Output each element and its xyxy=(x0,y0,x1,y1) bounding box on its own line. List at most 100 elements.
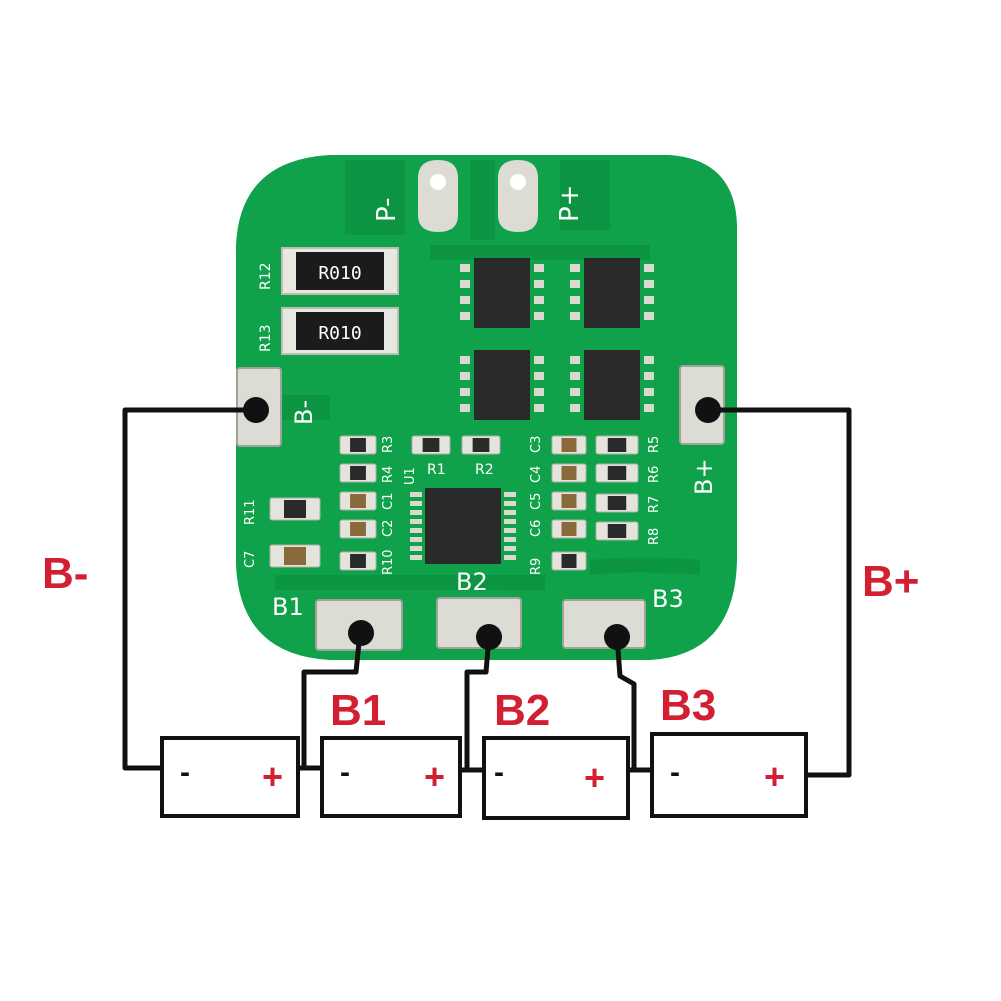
smd-body xyxy=(350,554,366,568)
mosfet-pin xyxy=(460,388,470,396)
mosfet-body xyxy=(474,350,530,420)
mosfet-pin xyxy=(460,312,470,320)
smd-body xyxy=(607,438,627,452)
smd-mid-0 xyxy=(551,435,587,455)
smd-r1 xyxy=(411,435,451,455)
label-b3: B3 xyxy=(660,681,716,730)
mosfet-pin xyxy=(534,264,544,272)
ic-pin xyxy=(504,501,516,506)
mosfet-pin xyxy=(644,312,654,320)
mosfet-pin xyxy=(534,404,544,412)
mosfet-2 xyxy=(570,258,654,328)
silk-r5: R5 xyxy=(647,436,662,453)
silk-r10: R10 xyxy=(381,549,396,575)
b-plus-pad-label: B+ xyxy=(690,458,718,495)
dot-b3 xyxy=(604,624,630,650)
wire-b-minus xyxy=(122,407,256,771)
label-b2: B2 xyxy=(494,686,550,735)
mosfet-pin xyxy=(644,356,654,364)
smd-left-1 xyxy=(339,463,377,483)
mosfet-pin xyxy=(534,388,544,396)
mosfet-pin xyxy=(460,280,470,288)
cell-2-plus: + xyxy=(424,756,445,797)
dot-b-plus xyxy=(695,397,721,423)
silk-r4: R4 xyxy=(381,466,396,483)
dot-b-minus xyxy=(243,397,269,423)
resistor-r12: R010 xyxy=(281,247,399,295)
silk-c7: C7 xyxy=(243,551,258,568)
silk-c5: C5 xyxy=(529,493,544,510)
smd-mid-2 xyxy=(551,491,587,511)
ic-pin xyxy=(410,492,422,497)
ic-pin xyxy=(410,510,422,515)
smd-body xyxy=(472,438,490,452)
smd-body xyxy=(561,438,577,452)
dot-b2 xyxy=(476,624,502,650)
pcb-board: P- P+ R010 R12 R010 R13 B- B+ xyxy=(236,155,737,660)
mosfet-4 xyxy=(570,350,654,420)
mosfet-pin xyxy=(570,404,580,412)
ic-pin xyxy=(410,528,422,533)
ic-u1 xyxy=(410,488,516,564)
smd-body xyxy=(561,494,577,508)
smd-body xyxy=(561,522,577,536)
silk-r8: R8 xyxy=(647,528,662,545)
mosfet-pin xyxy=(570,388,580,396)
smd-r2 xyxy=(461,435,501,455)
smd-body xyxy=(607,466,627,480)
label-b-plus: B+ xyxy=(862,557,919,606)
mosfet-body xyxy=(584,258,640,328)
mosfet-pin xyxy=(534,312,544,320)
smd-mid-3 xyxy=(551,519,587,539)
cell-1-plus: + xyxy=(262,756,283,797)
smd-c7 xyxy=(269,544,321,568)
smd-body xyxy=(422,438,440,452)
silk-r11: R11 xyxy=(243,499,258,525)
smd-body xyxy=(284,500,306,518)
resistor-r13-designator: R13 xyxy=(258,324,274,352)
ic-pin xyxy=(410,537,422,542)
cell-2-minus: - xyxy=(340,756,350,789)
smd-body xyxy=(350,522,366,536)
cell-4-plus: + xyxy=(764,756,785,797)
ic-pin xyxy=(504,555,516,560)
mosfet-pin xyxy=(460,372,470,380)
mosfet-1 xyxy=(460,258,544,328)
b3-pad xyxy=(562,599,646,649)
mosfet-pin xyxy=(570,372,580,380)
battery-cells: - + - + - + - + xyxy=(160,732,808,820)
cell-3: - + xyxy=(482,736,630,820)
label-b1: B1 xyxy=(330,686,386,735)
mosfet-pin xyxy=(570,264,580,272)
b3-pad-label: B3 xyxy=(652,585,684,613)
smd-body xyxy=(561,466,577,480)
silk-r2: R2 xyxy=(475,462,494,478)
smd-body xyxy=(607,524,627,538)
mosfet-pin xyxy=(570,280,580,288)
mosfet-pin xyxy=(570,296,580,304)
silk-c3: C3 xyxy=(529,436,544,453)
silk-r6: R6 xyxy=(647,466,662,483)
b-minus-pad-label: B- xyxy=(290,400,318,425)
mosfet-pin xyxy=(460,264,470,272)
p-plus-pad xyxy=(498,160,538,232)
b2-pad-label: B2 xyxy=(456,568,488,596)
silk-r7: R7 xyxy=(647,496,662,513)
silk-r1: R1 xyxy=(427,462,446,478)
cell-3-plus: + xyxy=(584,757,605,798)
smd-r11 xyxy=(269,497,321,521)
silk-r9: R9 xyxy=(529,558,544,575)
smd-left-0 xyxy=(339,435,377,455)
ic-pin xyxy=(504,528,516,533)
silk-c2: C2 xyxy=(381,520,396,537)
resistor-r13: R010 xyxy=(281,307,399,355)
wire-b-plus xyxy=(708,407,852,778)
mosfet-pin xyxy=(460,296,470,304)
silk-u1: U1 xyxy=(403,467,418,485)
smd-mid-4 xyxy=(551,551,587,571)
smd-right-0 xyxy=(595,435,639,455)
mosfet-pin xyxy=(644,404,654,412)
b1-pad-label: B1 xyxy=(272,593,304,621)
resistor-r13-marking: R010 xyxy=(318,323,361,344)
